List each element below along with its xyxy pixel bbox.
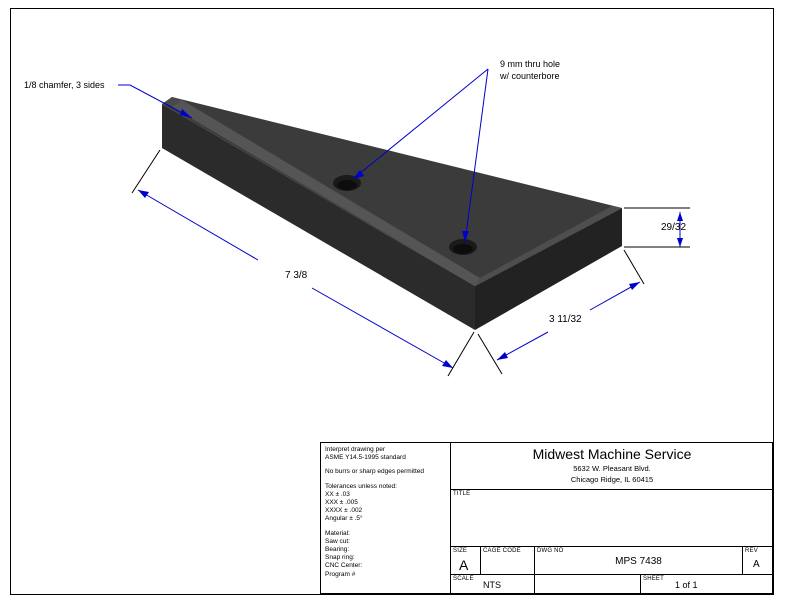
note-tolerance-head: Tolerances unless noted: [325, 482, 397, 490]
hole-callout-line2: w/ counterbore [500, 71, 560, 81]
length-dimension: 7 3/8 [285, 270, 308, 281]
extension-lines [131, 149, 690, 377]
revision-label: REV [745, 548, 758, 554]
note-tol-xxx: XXX ± .005 [325, 499, 358, 507]
company-address-2: Chicago Ridge, IL 60415 [570, 475, 654, 484]
width-dimension: 3 11/32 [549, 314, 582, 325]
chamfer-strip-long [172, 100, 480, 286]
hole-callout-line1: 9 mm thru hole [500, 59, 561, 69]
company-name: Midwest Machine Service [532, 446, 692, 462]
cage-code-label: CAGE CODE [483, 548, 521, 554]
cage-code-cell: CAGE CODE [481, 547, 535, 575]
arrowheads [138, 109, 683, 368]
note-interpret-2: ASME Y14.5-1995 standard [325, 454, 406, 462]
revision-value: A [753, 559, 760, 570]
note-bearing: Bearing: [325, 546, 350, 554]
note-tol-xxxx: XXXX ± .002 [325, 507, 363, 515]
size-value: A [459, 557, 469, 573]
blank-cell [535, 575, 641, 593]
sheet-label: SHEET [643, 576, 665, 582]
company-block: Midwest Machine Service 5632 W. Pleasant… [451, 443, 773, 490]
title-label: TITLE [453, 491, 471, 497]
note-interpret-1: Interpret drawing per [325, 446, 385, 453]
drawing-number-label: DWG NO [537, 548, 564, 554]
sheet-border [10, 8, 774, 595]
scale-cell: SCALE NTS [451, 575, 535, 593]
note-material: Material: [325, 529, 350, 537]
size-label: SIZE [453, 548, 468, 554]
note-tol-angular: Angular ± .5° [325, 515, 363, 523]
note-tol-xx: XX ± .03 [325, 490, 350, 498]
company-address-1: 5632 W. Pleasant Blvd. [573, 464, 651, 473]
general-notes: Interpret drawing per ASME Y14.5-1995 st… [321, 443, 451, 593]
note-burrs: No burrs or sharp edges permitted [325, 468, 424, 476]
thickness-dimension: 29/32 [661, 222, 687, 233]
chamfer-callout: 1/8 chamfer, 3 sides [24, 80, 105, 90]
title-block: Interpret drawing per ASME Y14.5-1995 st… [320, 442, 773, 594]
drawing-number-cell: DWG NO MPS 7438 [535, 547, 743, 575]
drawing-number-value: MPS 7438 [615, 556, 662, 567]
note-saw-cut: Saw cut: [325, 537, 350, 545]
note-program: Program # [325, 570, 356, 578]
note-cnc-center: CNC Center: [325, 562, 363, 570]
sheet-value: 1 of 1 [675, 580, 698, 590]
note-snap-ring: Snap ring: [325, 554, 355, 562]
counterbore-hole-2 [449, 239, 477, 255]
sheet-cell: SHEET 1 of 1 [641, 575, 773, 593]
counterbore-hole-1 [333, 175, 361, 191]
part-top-face [162, 97, 622, 286]
scale-label: SCALE [453, 576, 474, 582]
chamfer-strip-end [475, 206, 622, 286]
part-end-face [475, 208, 622, 330]
part-side-face [162, 104, 475, 330]
scale-value: NTS [483, 580, 501, 590]
title-cell: TITLE [451, 490, 773, 547]
size-cell: SIZE A [451, 547, 481, 575]
revision-cell: REV A [743, 547, 773, 575]
